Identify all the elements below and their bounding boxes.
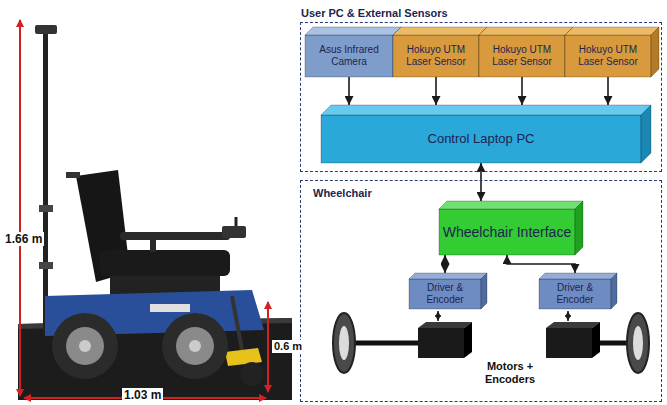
pole-clamp [39, 205, 53, 212]
box-face-shape [479, 35, 565, 77]
box-face-shape [393, 35, 479, 77]
box-face-shape [565, 27, 659, 35]
motor-label: Motors + Encoders [476, 360, 544, 386]
dimension-label: 1.66 m [3, 232, 44, 246]
box-face-shape [305, 35, 393, 77]
pole-clamp [39, 262, 53, 269]
motor-symbol [418, 328, 464, 358]
pc-box: Control Laptop PC [321, 105, 651, 163]
wheel-hub [189, 340, 201, 352]
wheel [52, 313, 118, 379]
driver-box: Driver & Encoder [409, 273, 487, 309]
box-face-shape [565, 35, 651, 77]
joystick [235, 217, 238, 226]
box-label: Hokuyo UTM Laser Sensor [567, 44, 649, 68]
caster [240, 362, 264, 386]
wheel-symbol [627, 313, 649, 373]
box-face-shape [305, 27, 401, 35]
joystick-box [222, 226, 246, 238]
motor-symbol [592, 322, 600, 358]
sensor-pole [43, 32, 48, 332]
box-face: Driver & Encoder [409, 279, 481, 309]
sensor-box: Hokuyo UTM Laser Sensor [565, 27, 659, 77]
box-face: Hokuyo UTM Laser Sensor [393, 35, 479, 77]
box-face-shape [393, 27, 487, 35]
box-face-shape [439, 201, 583, 209]
box-face-shape [651, 27, 659, 77]
box-face: Control Laptop PC [321, 115, 641, 163]
handle [66, 172, 80, 178]
dimension-line [267, 302, 269, 392]
box-label: Control Laptop PC [428, 131, 535, 147]
wheel-hub [79, 340, 91, 352]
wheel-symbol [333, 313, 355, 373]
dimension-line [19, 20, 21, 396]
box-label: Hokuyo UTM Laser Sensor [481, 44, 563, 68]
connector-arrow [480, 163, 482, 201]
wheel-rim [633, 326, 643, 360]
seat [100, 250, 230, 276]
sensor-box: Hokuyo UTM Laser Sensor [393, 27, 487, 77]
box-face-shape [409, 279, 481, 309]
wheel [162, 313, 228, 379]
box-face-shape [611, 273, 617, 309]
box-face-shape [539, 273, 617, 279]
box-face-shape [481, 273, 487, 309]
box-face-shape [479, 27, 573, 35]
armrest [120, 232, 230, 240]
axle-gap [472, 343, 546, 344]
wheel-rim [339, 326, 349, 360]
box-label: Hokuyo UTM Laser Sensor [395, 44, 477, 68]
box-face-shape [539, 279, 611, 309]
connector-arrow [435, 77, 437, 105]
connector-arrow [507, 255, 575, 273]
motor-symbol [546, 322, 600, 328]
box-face-shape [641, 105, 651, 163]
driver-box: Driver & Encoder [539, 273, 617, 309]
wheel-rim [176, 327, 214, 365]
box-face: Driver & Encoder [539, 279, 611, 309]
box-face-shape [439, 209, 575, 255]
group-heading: Wheelchair [313, 187, 372, 199]
sensor-box: Hokuyo UTM Laser Sensor [479, 27, 573, 77]
camera-box: Asus Infrared Camera [305, 27, 401, 77]
wheel-rim [66, 327, 104, 365]
dimension-label: 1.03 m [122, 388, 163, 402]
box-face-shape [321, 105, 651, 115]
footrest-bar [232, 296, 242, 350]
box-face-shape [409, 273, 487, 279]
box-face-shape [321, 115, 641, 163]
connector-arrow [607, 77, 609, 105]
axle [354, 341, 418, 346]
interface-box: Wheelchair Interface [439, 201, 583, 255]
box-label: Asus Infrared Camera [307, 44, 391, 68]
box-face: Wheelchair Interface [439, 209, 575, 255]
camera-head [35, 25, 57, 34]
connector-arrow [521, 77, 523, 105]
box-face: Asus Infrared Camera [305, 35, 393, 77]
box-face: Hokuyo UTM Laser Sensor [479, 35, 565, 77]
box-face: Hokuyo UTM Laser Sensor [565, 35, 651, 77]
box-label: Driver & Encoder [411, 282, 479, 306]
group-heading: User PC & External Sensors [301, 7, 448, 19]
frame-sticker [150, 304, 190, 312]
box-face-shape [575, 201, 583, 255]
driver-motor-link [567, 311, 569, 321]
driver-motor-link [437, 311, 439, 321]
axle [600, 341, 628, 346]
connector-arrow [348, 77, 350, 105]
dimension-label: 0.6 m [272, 340, 304, 353]
motor-symbol [464, 322, 472, 358]
box-label: Wheelchair Interface [443, 224, 571, 241]
armrest-post [150, 240, 156, 252]
motor-symbol [418, 322, 472, 328]
box-label: Driver & Encoder [541, 282, 609, 306]
group-box: Asus Infrared CameraHokuyo UTM Laser Sen… [300, 22, 662, 172]
connector-arrow [444, 255, 446, 273]
motor-symbol [546, 328, 592, 358]
